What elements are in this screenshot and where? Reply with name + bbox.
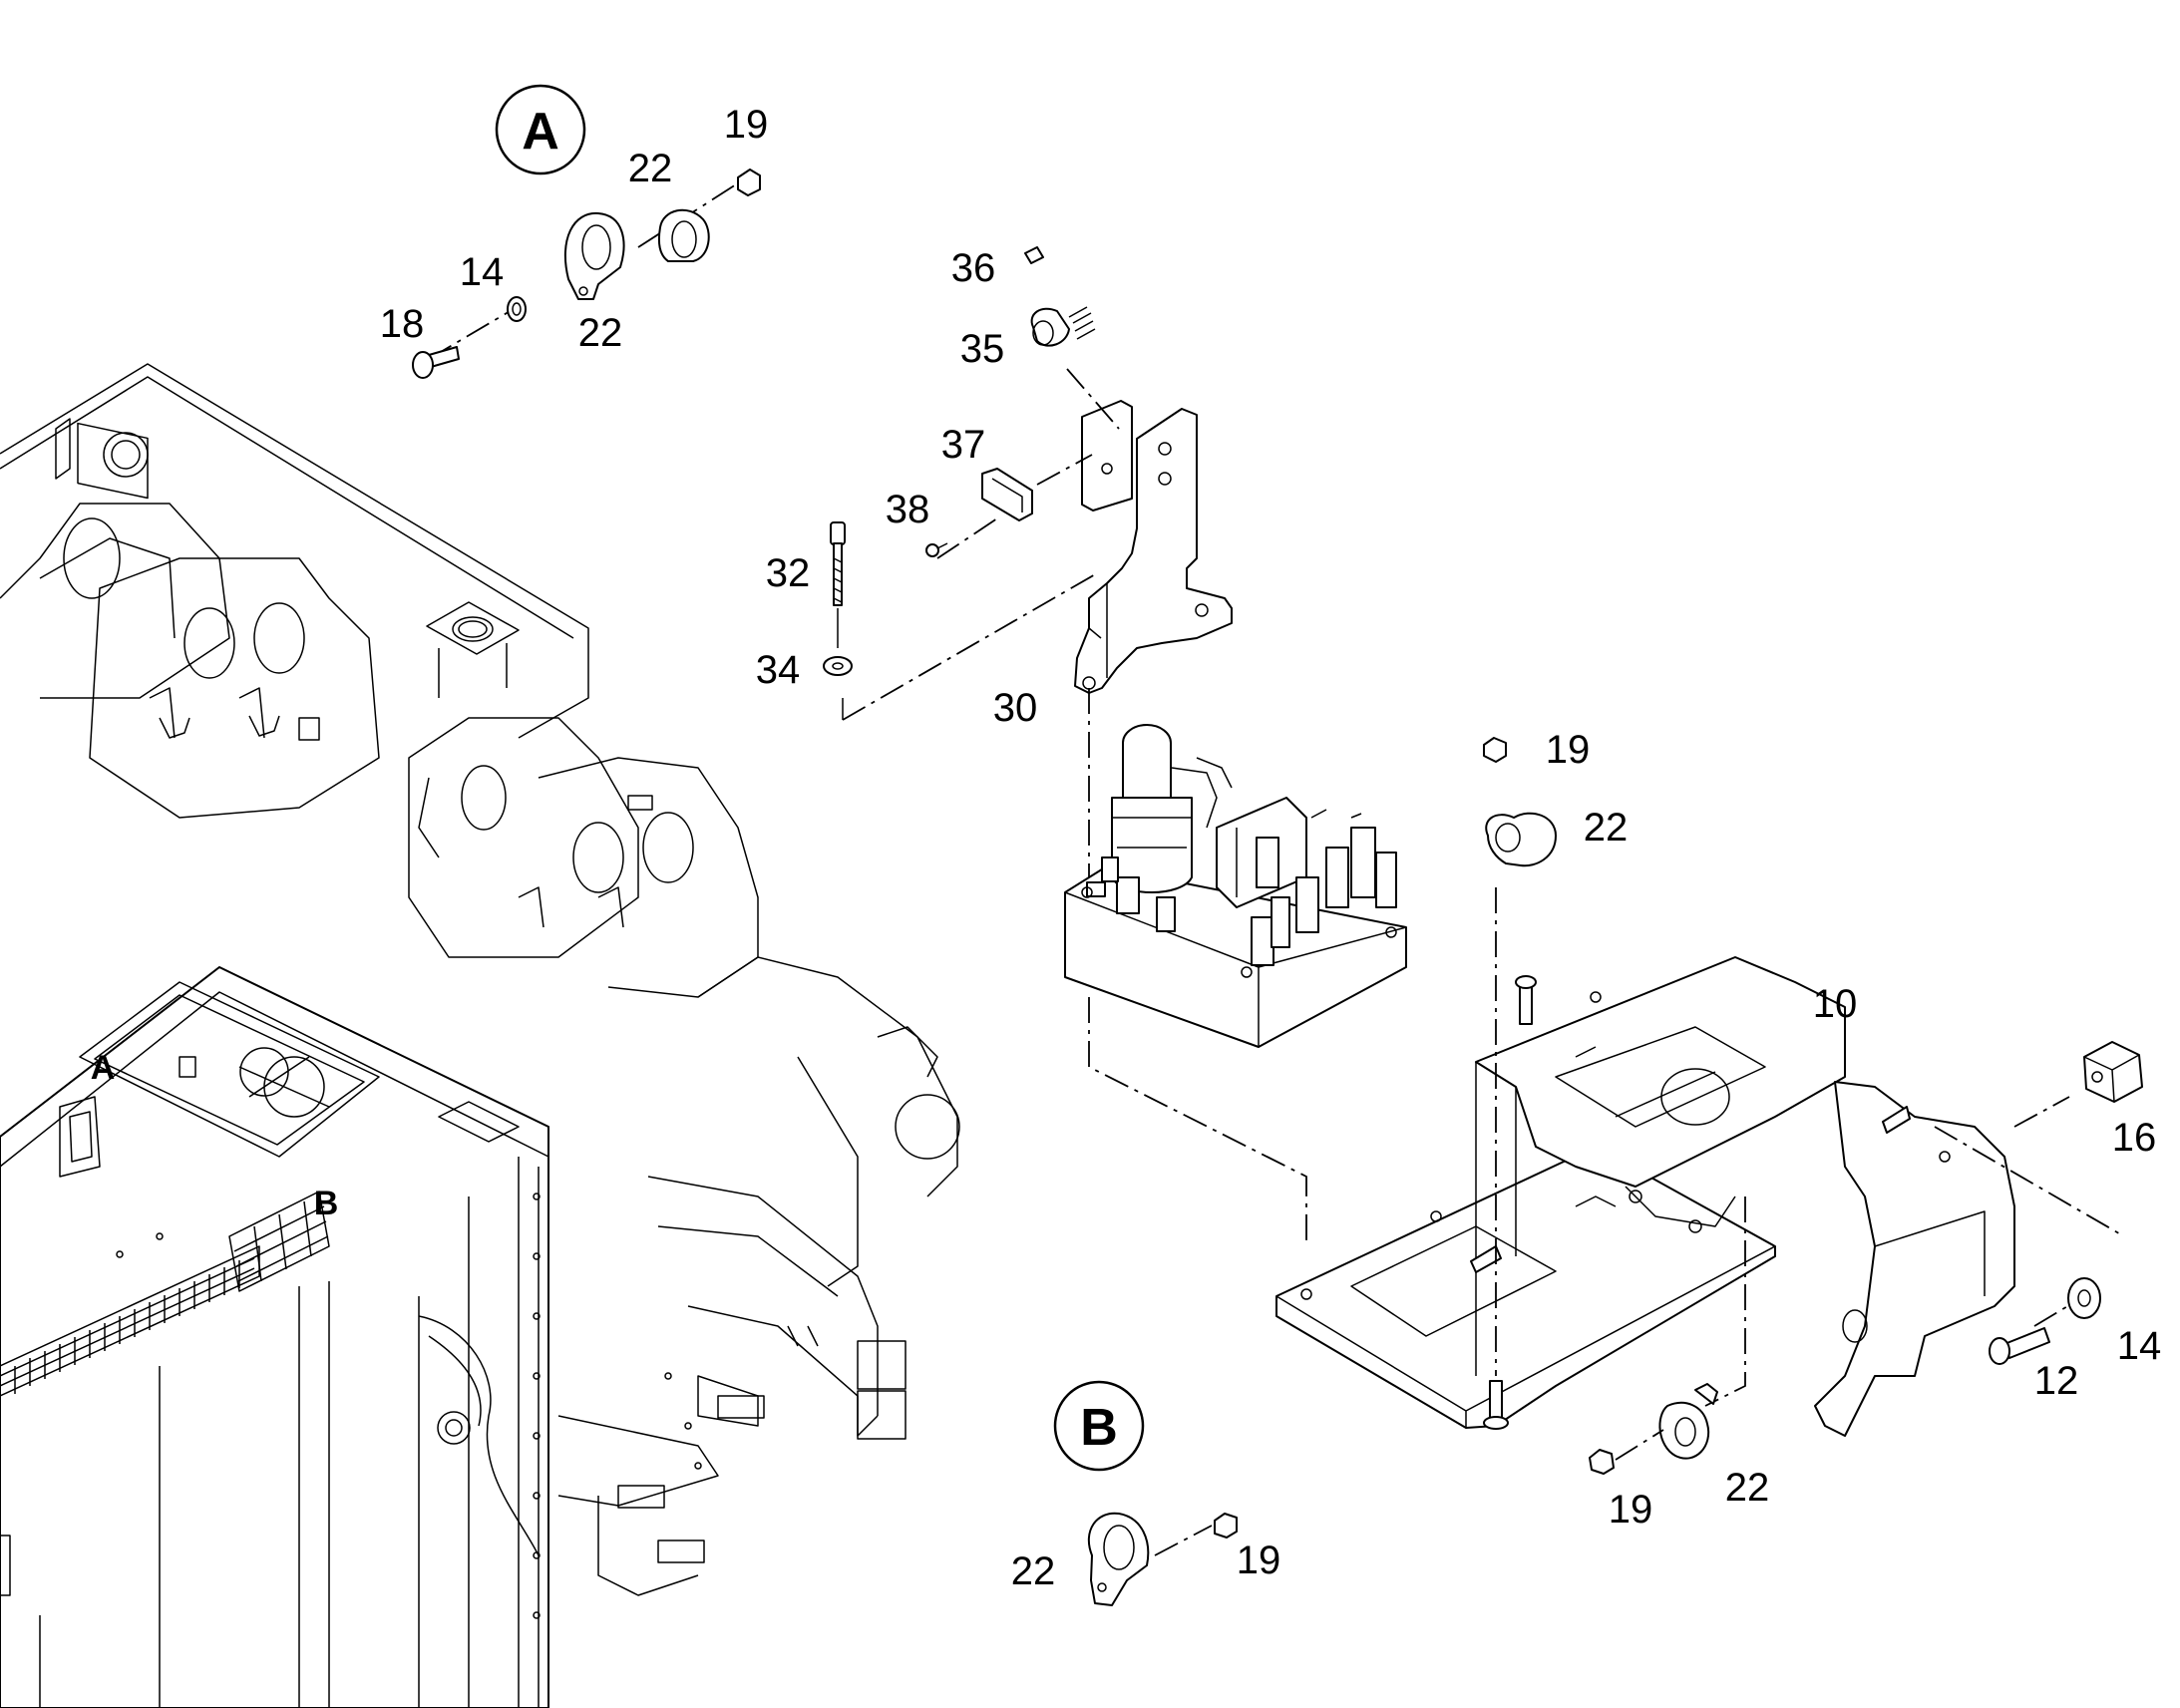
nut-19-top-icon [1483, 737, 1507, 763]
mounting-plate-10 [1275, 956, 2015, 1437]
callout-b-19: 19 [1237, 1538, 1281, 1582]
pin-icon [1024, 246, 1044, 264]
grille-large [0, 1245, 260, 1397]
callout-r19-bottom: 19 [1609, 1488, 1653, 1532]
callout-14: 14 [2117, 1324, 2162, 1368]
grille-small [228, 1191, 330, 1292]
callout-a-14: 14 [460, 250, 505, 294]
nut-icon [737, 169, 761, 196]
callout-a-22-bottom: 22 [578, 311, 623, 355]
clip-icon [981, 468, 1033, 521]
small-parts [823, 246, 1096, 676]
callout-r22-bottom: 22 [1725, 1466, 1770, 1510]
callout-a-22-top: 22 [628, 147, 673, 190]
detail-a-parts [412, 169, 761, 379]
nut-19-bottom-icon [1589, 1449, 1615, 1475]
callout-38: 38 [886, 488, 930, 531]
callout-12: 12 [2034, 1359, 2079, 1403]
screw-icon [925, 543, 939, 557]
callout-32: 32 [766, 551, 811, 595]
washer-icon [507, 296, 527, 322]
bolt-12-icon [2003, 1327, 2050, 1359]
machine-frame [0, 363, 960, 1596]
callout-37: 37 [941, 423, 986, 467]
washer-34-icon [823, 656, 853, 676]
callout-36: 36 [951, 246, 996, 290]
valve-block [1064, 724, 1407, 1048]
bracket-30 [1074, 400, 1233, 694]
view-marker-b: B [314, 1185, 339, 1222]
detail-b-parts [1087, 1512, 1238, 1606]
callout-16: 16 [2112, 1116, 2157, 1160]
cab-enclosure [0, 966, 549, 1708]
clamp-22-top-icon [1485, 812, 1557, 867]
nut-b-icon [1214, 1513, 1238, 1538]
callout-r22-top: 22 [1584, 806, 1629, 850]
callout-34: 34 [756, 648, 801, 692]
callout-10: 10 [1813, 982, 1858, 1026]
rubber-block-icon [2083, 1041, 2143, 1103]
detail-b-letter: B [1080, 1399, 1118, 1457]
callout-a-18: 18 [380, 302, 425, 346]
view-marker-a: A [91, 1049, 116, 1087]
clamp-22-bottom-icon [1658, 1401, 1710, 1460]
callout-35: 35 [960, 327, 1005, 371]
right-hardware [1483, 737, 2143, 1475]
long-bolt-icon [830, 521, 846, 545]
callout-a-19: 19 [724, 103, 769, 147]
clamp-cushion-icon [658, 208, 710, 262]
clamp-icon [563, 211, 625, 300]
detail-a-circle [495, 84, 586, 175]
washer-14-icon [2067, 1277, 2101, 1319]
callout-b-22: 22 [1011, 1549, 1056, 1593]
clamp-b-icon [1087, 1512, 1150, 1606]
detail-a-letter: A [522, 103, 559, 161]
callout-30: 30 [993, 686, 1038, 730]
detail-b-circle [1053, 1380, 1145, 1472]
callout-r19-top: 19 [1546, 728, 1591, 772]
